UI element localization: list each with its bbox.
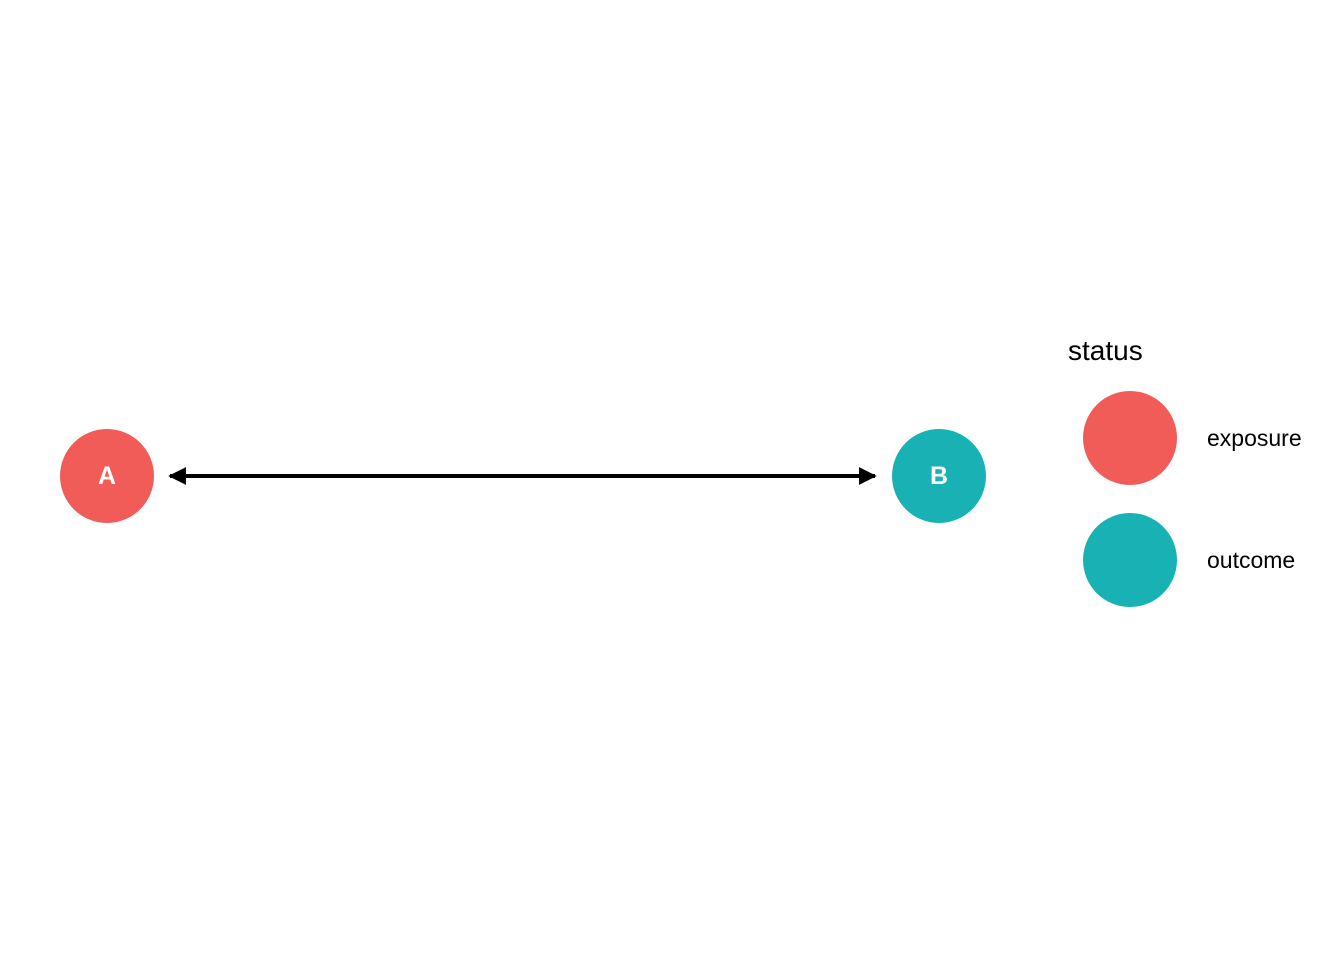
node-a: A — [60, 429, 154, 523]
legend-title: status — [1068, 335, 1143, 366]
node-b-label: B — [930, 462, 948, 490]
legend: status exposure outcome — [1068, 335, 1302, 607]
node-b-circle — [892, 429, 986, 523]
legend-item-exposure: exposure — [1083, 391, 1302, 485]
legend-outcome-label: outcome — [1207, 547, 1295, 573]
node-b: B — [892, 429, 986, 523]
legend-outcome-swatch-icon — [1083, 513, 1177, 607]
node-a-label: A — [98, 462, 116, 490]
legend-exposure-swatch-icon — [1083, 391, 1177, 485]
legend-item-outcome: outcome — [1083, 513, 1295, 607]
node-a-circle — [60, 429, 154, 523]
legend-exposure-label: exposure — [1207, 425, 1302, 451]
